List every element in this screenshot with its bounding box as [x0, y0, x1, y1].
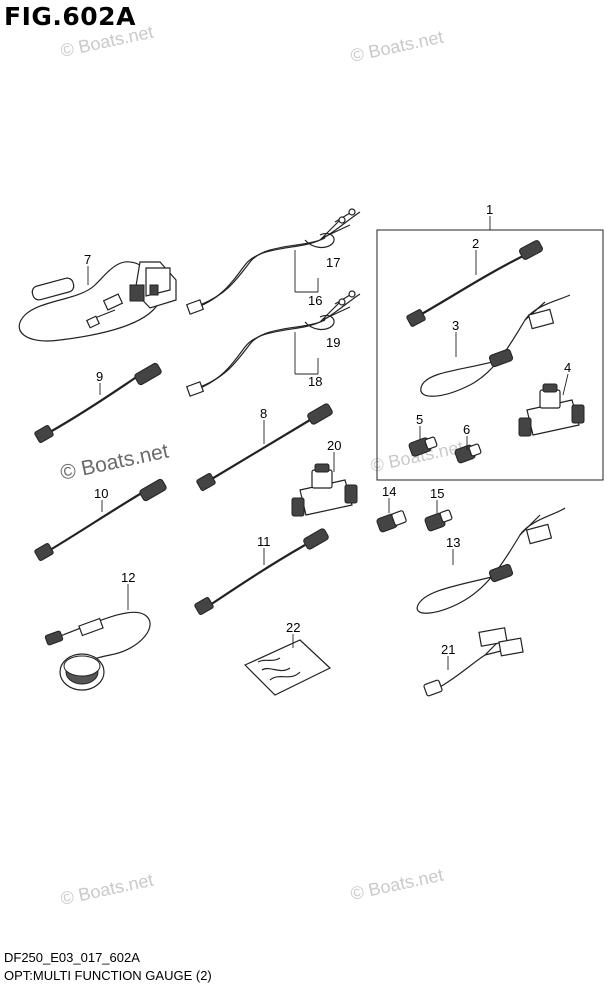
callout-8: 8 — [260, 406, 267, 421]
callout-22: 22 — [286, 620, 300, 635]
watermark: © Boats.net — [349, 27, 445, 66]
callout-2: 2 — [472, 236, 479, 251]
callout-11: 11 — [257, 534, 271, 549]
part-22-bag[interactable] — [243, 639, 332, 696]
callout-3: 3 — [452, 318, 459, 333]
part-21-y-harness[interactable] — [423, 627, 524, 697]
part-2-cable[interactable] — [406, 240, 543, 328]
callout-14: 14 — [382, 484, 396, 499]
part-9-cable[interactable] — [34, 362, 162, 443]
part-5-terminator[interactable] — [408, 436, 438, 457]
figure-code: DF250_E03_017_602A — [4, 950, 140, 965]
part-6-terminator[interactable] — [454, 443, 482, 464]
part-10-cable[interactable] — [34, 478, 167, 561]
part-11-cable[interactable] — [194, 528, 329, 615]
callout-19: 19 — [326, 335, 340, 350]
part-16-harness[interactable] — [185, 208, 361, 315]
watermark-layer: © Boats.net © Boats.net © Boats.net © Bo… — [58, 22, 465, 909]
part-12-round-sensor[interactable] — [44, 611, 151, 691]
callout-20: 20 — [327, 438, 341, 453]
watermark: © Boats.net — [59, 22, 155, 61]
callout-labels: 1 2 3 4 5 6 7 8 9 10 11 12 13 14 15 16 1… — [84, 202, 571, 657]
callout-17: 17 — [326, 255, 340, 270]
watermark: © Boats.net — [349, 865, 445, 904]
part-18-harness[interactable] — [185, 290, 361, 397]
callout-5: 5 — [416, 412, 423, 427]
part-15-terminator[interactable] — [424, 509, 453, 532]
part-3-power-cable[interactable] — [420, 294, 571, 397]
part-4-t-connector[interactable] — [518, 383, 585, 437]
callout-6: 6 — [463, 422, 470, 437]
callout-1: 1 — [486, 202, 493, 217]
callout-10: 10 — [94, 486, 108, 501]
callout-4: 4 — [564, 360, 571, 375]
part-7-sensor-cable[interactable] — [18, 261, 177, 342]
callout-21: 21 — [441, 642, 455, 657]
callout-16: 16 — [308, 293, 322, 308]
figure-title: FIG.602A — [4, 2, 136, 31]
callout-9: 9 — [96, 369, 103, 384]
callout-18: 18 — [308, 374, 322, 389]
callout-7: 7 — [84, 252, 91, 267]
callout-15: 15 — [430, 486, 444, 501]
leader-lines — [87, 216, 569, 670]
part-14-terminator[interactable] — [376, 510, 407, 533]
watermark: © Boats.net — [59, 870, 155, 909]
figure-description: OPT:MULTI FUNCTION GAUGE (2) — [4, 968, 212, 983]
callout-12: 12 — [121, 570, 135, 585]
part-20-t-connector[interactable] — [291, 463, 358, 517]
part-13-power-cable[interactable] — [416, 507, 566, 614]
part-8-cable[interactable] — [196, 403, 333, 491]
watermark-dark: © Boats.net — [58, 439, 171, 484]
callout-13: 13 — [446, 535, 460, 550]
